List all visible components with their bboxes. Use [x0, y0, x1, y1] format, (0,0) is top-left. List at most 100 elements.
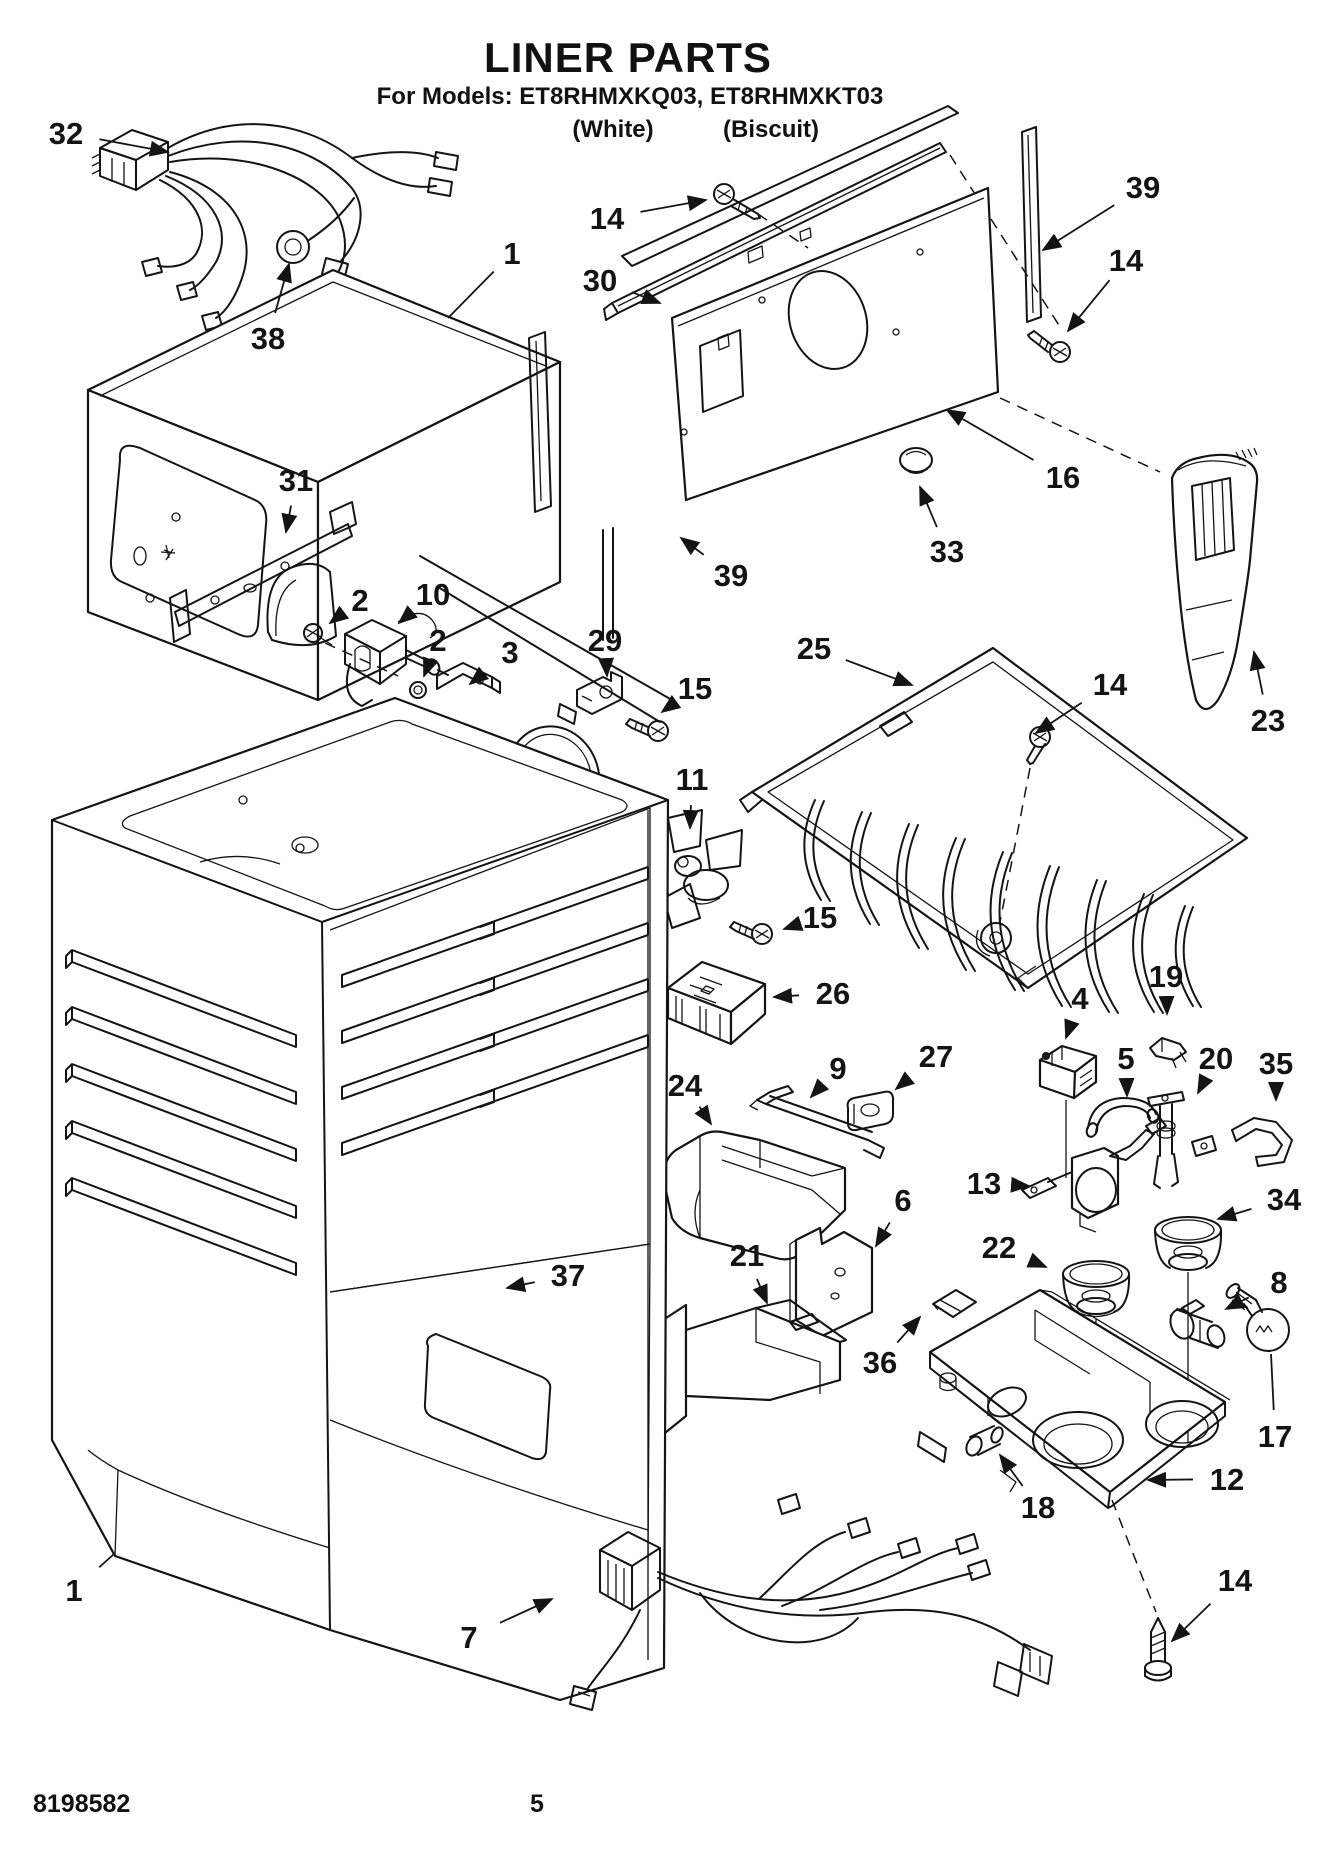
part-16-rear-panel-group: [528, 105, 1161, 513]
part-callout-31: 31: [279, 463, 313, 498]
part-6-plate: [789, 1226, 874, 1338]
part-13-lever: [1021, 1117, 1167, 1233]
part-callout-17: 17: [1258, 1419, 1292, 1454]
screw-14-top: [713, 183, 761, 220]
part-34-cup: [1154, 1216, 1223, 1271]
callout-leader-7: [499, 1598, 554, 1624]
callout-leader-15: [782, 915, 804, 931]
callout-leader-21: [752, 1278, 768, 1305]
screw-15a: [625, 718, 669, 742]
callout-leader-16: [945, 408, 1035, 461]
plug-33: [899, 447, 933, 474]
part-callout-11: 11: [676, 762, 709, 797]
callout-leader-33: [919, 485, 938, 528]
part-19-clip: [1149, 1037, 1187, 1069]
color-note-white: (White): [572, 116, 653, 143]
screw-14-bottom: [1111, 1499, 1172, 1682]
part-callout-5: 5: [1117, 1041, 1134, 1076]
part-36-pad: [932, 1289, 977, 1318]
callout-leader-27: [894, 1071, 915, 1091]
part-callout-27: 27: [919, 1039, 953, 1074]
part-7-wire-harness: [569, 1493, 1053, 1711]
part-20-rod: [1147, 1091, 1217, 1189]
part-31-bracket: [169, 501, 357, 643]
callout-leader-23: [1249, 650, 1266, 695]
callout-leader-3: [468, 666, 490, 686]
part-callout-29: 29: [588, 623, 622, 658]
callout-leader-11: [682, 804, 699, 830]
part-callout-2: 2: [351, 583, 368, 618]
callout-leader-1: [447, 270, 495, 319]
screw-14-mid: [999, 726, 1051, 923]
part-callout-15: 15: [803, 900, 837, 935]
rear-panel-16: [670, 186, 1000, 502]
part-callout-9: 9: [829, 1051, 846, 1086]
callout-leader-13: [1010, 1176, 1031, 1193]
part-callout-24: 24: [668, 1068, 703, 1103]
part-callout-19: 19: [1149, 959, 1183, 994]
callout-leader-37: [505, 1276, 535, 1293]
callout-leader-17: [1270, 1353, 1275, 1411]
part-callout-34: 34: [1267, 1182, 1302, 1217]
part-callout-30: 30: [583, 263, 617, 298]
seal-strip-39-left: [528, 331, 552, 513]
seal-strip-39-right: [1021, 126, 1042, 323]
part-callout-6: 6: [894, 1183, 911, 1218]
part-23-air-duct: [1170, 447, 1259, 711]
part-callout-14: 14: [1109, 243, 1144, 278]
part-callout-2: 2: [429, 623, 446, 658]
part-callout-25: 25: [797, 631, 831, 666]
callout-leader-8: [1224, 1293, 1250, 1310]
part-callout-39: 39: [714, 558, 748, 593]
part-24-duct-block: [662, 1130, 847, 1261]
nut-2b: [409, 681, 427, 699]
part-callout-37: 37: [551, 1258, 585, 1293]
part-25-vent-panel: [739, 646, 1249, 1014]
part-12-console: [917, 1272, 1231, 1509]
callout-leader-34: [1216, 1206, 1252, 1222]
callout-leader-4: [1064, 1018, 1080, 1040]
part-callout-35: 35: [1259, 1046, 1293, 1081]
doc-number: 8198582: [33, 1790, 130, 1818]
part-callout-3: 3: [501, 635, 518, 670]
callout-leader-38: [274, 262, 292, 314]
part-1-main-liner: [50, 696, 670, 1702]
part-callout-1: 1: [503, 236, 520, 271]
part-callout-18: 18: [1021, 1490, 1055, 1525]
part-callout-22: 22: [982, 1230, 1016, 1265]
part-callout-23: 23: [1251, 703, 1285, 738]
page-number: 5: [530, 1790, 544, 1818]
part-callout-36: 36: [863, 1345, 897, 1380]
callout-leader-20: [1197, 1073, 1214, 1095]
part-callout-10: 10: [416, 577, 450, 612]
part-callout-21: 21: [730, 1238, 764, 1273]
part-callout-38: 38: [251, 321, 285, 356]
models-line: For Models: ET8RHMXKQ03, ET8RHMXKT03: [377, 83, 884, 110]
callout-leader-22: [1026, 1252, 1048, 1268]
callout-leader-18: [998, 1453, 1024, 1487]
part-callout-14: 14: [590, 201, 625, 236]
part-callout-13: 13: [967, 1166, 1001, 1201]
trim-upper-rail: [621, 105, 959, 267]
callout-leader-32: [99, 138, 170, 157]
callout-leader-2: [328, 605, 350, 625]
callout-leader-26: [772, 987, 800, 1004]
trim-30: [603, 142, 947, 321]
part-callout-16: 16: [1046, 460, 1080, 495]
callout-leader-2: [423, 656, 438, 678]
callout-leader-14: [1066, 279, 1111, 333]
part-callout-4: 4: [1071, 981, 1089, 1016]
part-27-plate: [846, 1090, 894, 1132]
callout-leader-25: [845, 659, 914, 687]
part-callout-26: 26: [816, 976, 850, 1011]
part-callout-32: 32: [49, 116, 83, 151]
part-21-shield: [658, 1299, 847, 1439]
callout-leader-9: [809, 1078, 830, 1099]
part-callout-39: 39: [1126, 170, 1160, 205]
callout-leader-14: [640, 195, 708, 213]
part-8-lamp-socket: [1169, 1299, 1226, 1349]
callout-leader-10: [397, 605, 418, 625]
